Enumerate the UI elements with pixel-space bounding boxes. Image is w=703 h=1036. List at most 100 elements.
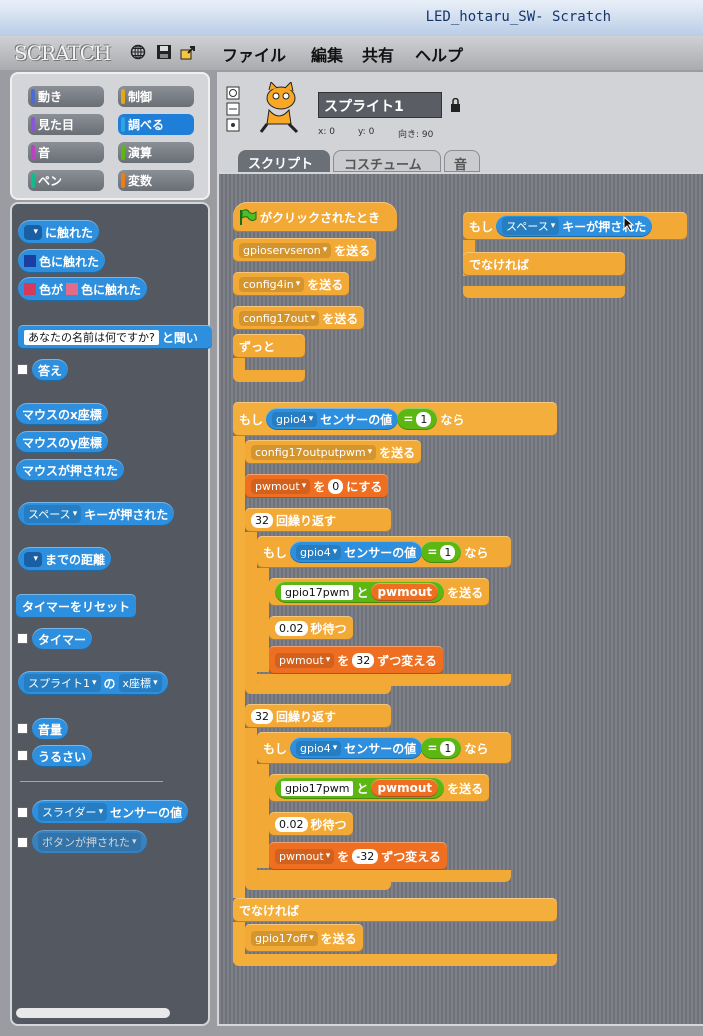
checkbox-loud[interactable] (17, 750, 28, 761)
menu-edit[interactable]: 編集 (311, 46, 344, 65)
category-looks[interactable]: 見た目 (28, 114, 104, 135)
category-sound[interactable]: 音 (28, 142, 104, 163)
block-equals-3[interactable]: =1 (421, 737, 462, 759)
block-set-pwmout[interactable]: pwmoutを0にする (245, 474, 389, 498)
checkbox-loudness[interactable] (17, 723, 28, 734)
reporter-pwmout-1[interactable]: pwmout (371, 583, 439, 601)
save-icon[interactable] (156, 44, 172, 60)
checkbox-sensor-value[interactable] (17, 807, 28, 818)
globe-icon[interactable] (130, 44, 146, 60)
block-broadcast-config17out[interactable]: config17outを送る (233, 306, 365, 330)
block-else-sensor[interactable]: でなければ (233, 898, 557, 922)
block-touching-color[interactable]: 色に触れた (18, 249, 106, 273)
tab-scripts[interactable]: スクリプト (238, 150, 330, 172)
block-answer[interactable]: 答え (32, 359, 69, 381)
block-if-else-key[interactable]: もし スペースキーが押された (463, 212, 687, 240)
sprite-direction: 向き: 90 (398, 130, 434, 140)
block-timer[interactable]: タイマー (32, 628, 93, 650)
block-sprite-attribute[interactable]: スプライト1のx座標 (18, 671, 168, 695)
block-equals-2[interactable]: =1 (421, 541, 462, 563)
if-else-foot (463, 286, 625, 298)
if-3-arm (257, 764, 269, 868)
forever-foot (233, 370, 305, 382)
block-if-sensor-2[interactable]: もし gpio4センサーの値 =1 なら (257, 536, 511, 568)
block-sensor-pressed[interactable]: ボタンが押された (32, 830, 147, 854)
sprite-name-field[interactable]: スプライト1 (318, 92, 442, 118)
category-operators[interactable]: 演算 (118, 142, 194, 163)
sprite-y: y: 0 (358, 127, 375, 137)
if-arm-outer (233, 436, 245, 898)
else-arm (233, 922, 245, 962)
menu-share[interactable]: 共有 (362, 46, 395, 65)
block-broadcast-config4in[interactable]: config4inを送る (233, 272, 350, 296)
category-motion[interactable]: 動き (28, 86, 104, 107)
block-mouse-down[interactable]: マウスが押された (16, 459, 125, 481)
window-title: LED_hotaru_SW- Scratch (425, 9, 611, 25)
block-change-pwmout-1[interactable]: pwmoutを32ずつ変える (269, 646, 443, 674)
block-sensor-condition-2[interactable]: gpio4センサーの値 (290, 541, 423, 563)
block-equals[interactable]: =1 (397, 408, 438, 430)
sprite-x: x: 0 (318, 127, 335, 137)
block-broadcast-gpio17off[interactable]: gpio17offを送る (245, 924, 363, 952)
block-distance[interactable]: までの距離 (18, 547, 112, 571)
block-key-pressed-condition[interactable]: スペースキーが押された (496, 215, 653, 237)
sprite-thumbnail (259, 82, 299, 134)
block-mouse-y[interactable]: マウスのy座標 (16, 431, 108, 453)
block-broadcast-config17pwm[interactable]: config17outputpwmを送る (245, 440, 422, 464)
block-loud[interactable]: うるさい (32, 745, 93, 767)
sprite-info-panel: スプライト1 x: 0 y: 0 向き: 90 スクリプト コスチューム 音 (217, 72, 703, 176)
block-if-sensor[interactable]: もし gpio4センサーの値 =1 なら (233, 402, 557, 436)
tab-sounds[interactable]: 音 (444, 150, 480, 173)
block-sensor-value[interactable]: スライダーセンサーの値 (32, 800, 189, 824)
rotation-style-icons[interactable] (226, 86, 240, 132)
block-loudness[interactable]: 音量 (32, 718, 69, 740)
category-control[interactable]: 制御 (118, 86, 194, 107)
block-color-touching-color[interactable]: 色が色に触れた (18, 277, 148, 301)
palette-scrollbar[interactable] (16, 1008, 170, 1018)
tab-costumes[interactable]: コスチューム (333, 150, 441, 173)
forever-arm (233, 358, 245, 372)
block-sensor-condition[interactable]: gpio4センサーの値 (266, 408, 399, 430)
block-forever[interactable]: ずっと (233, 334, 305, 358)
hat-block-green-flag[interactable]: がクリックされたとき (233, 202, 397, 232)
block-if-sensor-3[interactable]: もし gpio4センサーの値 =1 なら (257, 732, 511, 764)
checkbox-sensor-pressed[interactable] (17, 837, 28, 848)
reporter-pwmout-2[interactable]: pwmout (371, 779, 439, 797)
category-variables[interactable]: 変数 (118, 170, 194, 191)
block-broadcast-gpioserveron[interactable]: gpioservseronを送る (233, 238, 377, 262)
block-sensor-condition-3[interactable]: gpio4センサーの値 (290, 737, 423, 759)
repeat-2-arm (245, 728, 257, 878)
palette-divider (20, 781, 163, 782)
script-area: がクリックされたとき gpioservseronを送る config4inを送る… (217, 172, 703, 1026)
block-reset-timer[interactable]: タイマーをリセット (16, 594, 137, 618)
category-sensing[interactable]: 調べる (118, 114, 194, 135)
checkbox-answer[interactable] (17, 364, 28, 375)
block-touching[interactable]: に触れた (18, 220, 100, 244)
menu-file[interactable]: ファイル (222, 46, 287, 65)
menu-bar: SCRATCH ファイル 編集 共有 ヘルプ (0, 36, 703, 70)
share-icon[interactable] (180, 44, 196, 60)
block-ask[interactable]: あなたの名前は何ですか?と聞い (18, 325, 212, 349)
block-else-key[interactable]: でなければ (463, 252, 625, 276)
green-flag-icon (240, 209, 257, 225)
repeat-1-foot (245, 682, 391, 694)
block-mouse-x[interactable]: マウスのx座標 (16, 403, 108, 425)
block-key-pressed[interactable]: スペースキーが押された (18, 502, 175, 526)
menu-help[interactable]: ヘルプ (415, 46, 464, 65)
lock-icon[interactable] (450, 98, 461, 112)
repeat-1-arm (245, 532, 257, 682)
title-bar: LED_hotaru_SW- Scratch (0, 0, 703, 36)
category-pen[interactable]: ペン (28, 170, 104, 191)
checkbox-timer[interactable] (17, 633, 28, 644)
category-panel: 動き 制御 見た目 調べる 音 演算 ペン 変数 (10, 72, 210, 200)
